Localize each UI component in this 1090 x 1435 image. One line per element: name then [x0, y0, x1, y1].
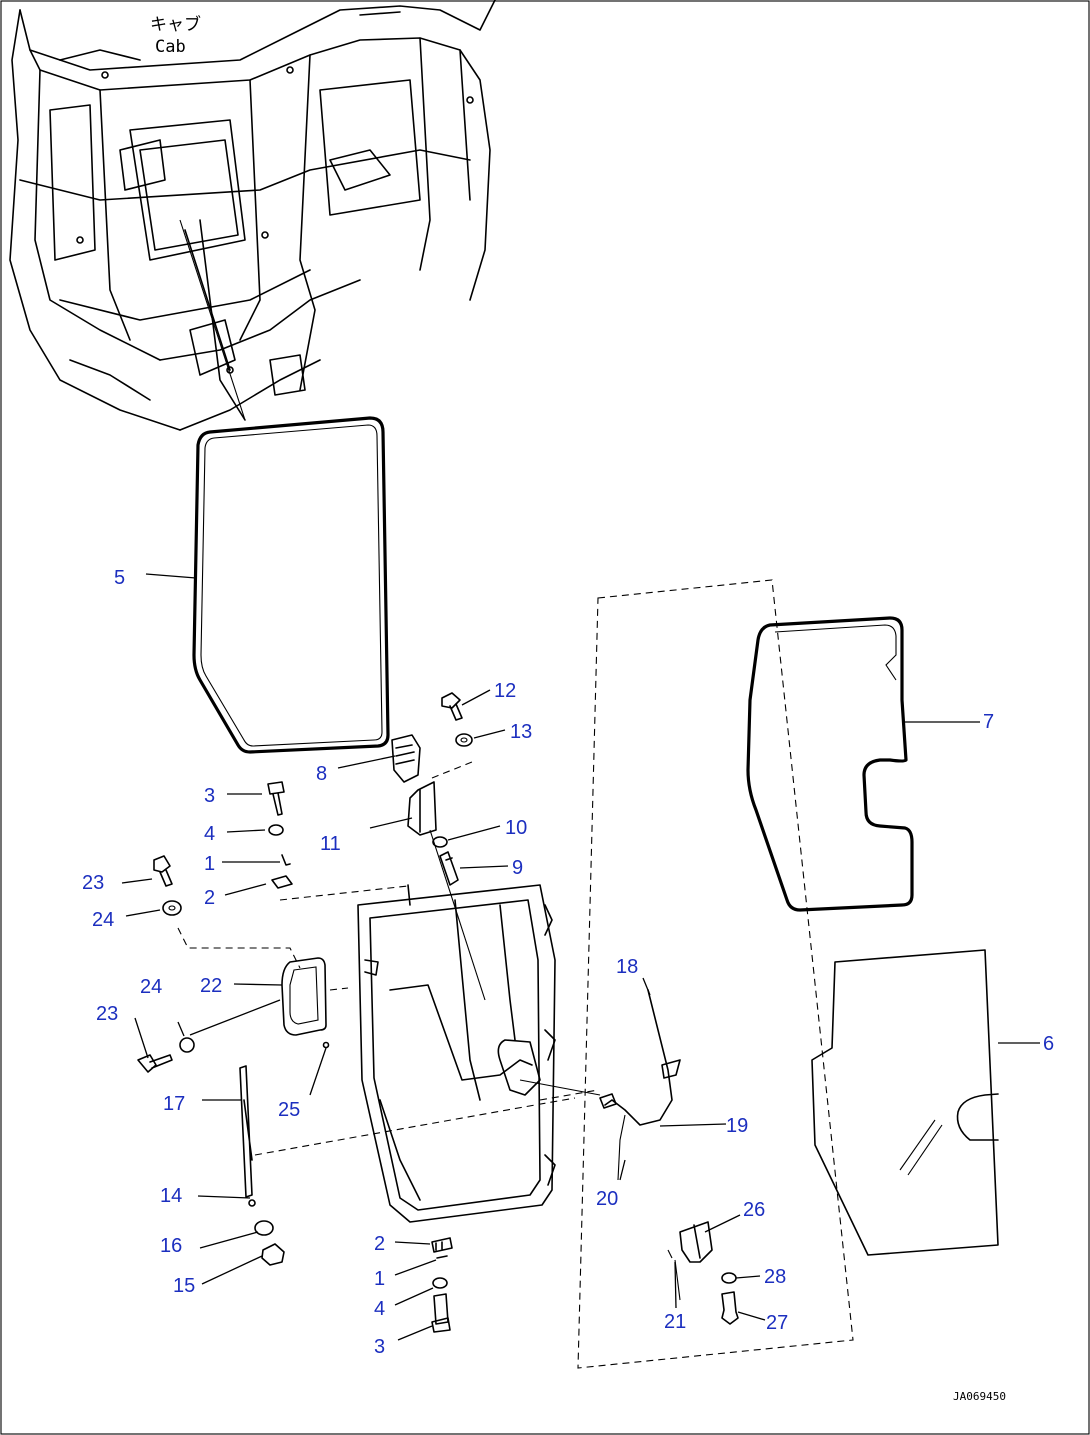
callout-21: 21: [664, 1311, 686, 1333]
washer-10: [432, 836, 448, 848]
callout-24-lower: 24: [140, 976, 162, 998]
pin-14: [248, 1199, 256, 1207]
door-frame: [357, 884, 556, 1223]
callout-15: 15: [173, 1275, 195, 1297]
clip-2-upper: [271, 875, 293, 889]
door-seal: [192, 416, 390, 754]
cab-label-jp: キャブ: [150, 14, 201, 35]
callout-8: 8: [316, 763, 327, 785]
cab-guide-line: [179, 219, 246, 421]
cab-drawing: [9, 0, 496, 431]
door-handle: [281, 957, 327, 1036]
kit-outline: [577, 579, 854, 1369]
door-lock: [391, 734, 421, 783]
callout-22: 22: [200, 975, 222, 997]
callout-13: 13: [510, 721, 532, 743]
callout-3-lower: 3: [374, 1336, 385, 1358]
callout-26: 26: [743, 1199, 765, 1221]
callout-7: 7: [983, 711, 994, 733]
bolt-23-upper: [153, 855, 173, 887]
callout-23-upper: 23: [82, 872, 104, 894]
pin-1-upper: [281, 854, 291, 866]
callout-18: 18: [616, 956, 638, 978]
clip-2-lower: [431, 1237, 453, 1253]
cab-label-en: Cab: [155, 37, 186, 57]
bolt-9: [439, 851, 459, 886]
washer-28: [721, 1272, 737, 1284]
bolt-3-upper: [267, 781, 285, 816]
leader-lines: [121, 573, 1040, 1341]
callout-6: 6: [1043, 1033, 1054, 1055]
pin-1-lower: [436, 1255, 448, 1259]
callout-5: 5: [114, 567, 125, 589]
callout-14: 14: [160, 1185, 182, 1207]
callout-20: 20: [596, 1188, 618, 1210]
callouts: 5 7 6 12 13 8 3 4 1 2 11 10 9 23 24 22 2…: [82, 567, 1054, 1358]
washer-16: [254, 1220, 274, 1236]
callout-1-upper: 1: [204, 853, 215, 875]
callout-11: 11: [320, 833, 341, 855]
callout-16: 16: [160, 1235, 182, 1257]
callout-9: 9: [512, 857, 523, 879]
callout-2-lower: 2: [374, 1233, 385, 1255]
callout-12: 12: [494, 680, 516, 702]
callout-24-upper: 24: [92, 909, 114, 931]
callout-2-upper: 2: [204, 887, 215, 909]
door-glass: [811, 949, 999, 1256]
lock-bracket: [407, 781, 437, 836]
bolt-12: [441, 692, 463, 721]
washer-24-upper: [162, 900, 182, 916]
callout-27: 27: [766, 1312, 788, 1334]
rod-17: [239, 1065, 253, 1198]
callout-3-upper: 3: [204, 785, 215, 807]
proj-line-17: [254, 1097, 576, 1156]
callout-19: 19: [726, 1115, 748, 1137]
bolt-23-lower: [137, 1054, 173, 1073]
bracket-26: [679, 1221, 713, 1263]
washer-4-upper: [268, 824, 284, 836]
washer-4-lower: [432, 1277, 448, 1289]
wire-harness: [604, 989, 673, 1126]
callout-4-lower: 4: [374, 1298, 385, 1320]
drawing-code: JA069450: [953, 1390, 1006, 1403]
washer-13: [455, 733, 473, 747]
callout-17: 17: [163, 1093, 185, 1115]
callout-10: 10: [505, 817, 527, 839]
bolt-3-lower: [431, 1293, 451, 1333]
bolt-27: [721, 1291, 739, 1325]
callout-4-upper: 4: [204, 823, 215, 845]
glass-seal: [746, 616, 914, 912]
callout-28: 28: [764, 1266, 786, 1288]
nut-15: [261, 1243, 285, 1266]
callout-23-lower: 23: [96, 1003, 118, 1025]
washer-24-lower: [179, 1037, 195, 1053]
proj-line-2: [279, 885, 409, 901]
proj-line-24: [177, 927, 301, 969]
callout-25: 25: [278, 1099, 300, 1121]
callout-1-lower: 1: [374, 1268, 385, 1290]
